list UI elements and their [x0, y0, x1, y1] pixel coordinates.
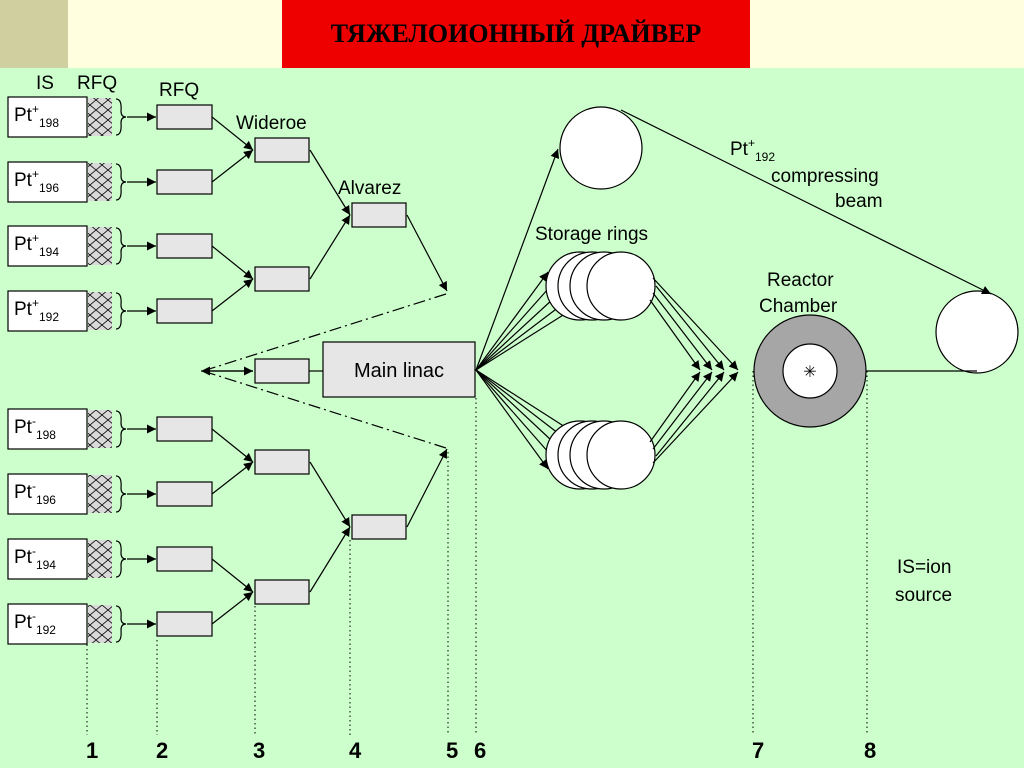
- rfq-header-label: RFQ: [159, 80, 199, 101]
- svg-text:compressing: compressing: [771, 166, 879, 187]
- ion-sources: Pt+198Pt+196Pt+194Pt+192Pt-198Pt-196Pt-1…: [7, 96, 156, 645]
- svg-text:Main linac: Main linac: [354, 360, 444, 382]
- ion-source: Pt+194: [7, 225, 156, 267]
- station-guides: [86, 371, 868, 735]
- source-rfq: [88, 163, 112, 201]
- rfq-box: [156, 416, 213, 442]
- is-header-label: IS: [36, 73, 54, 94]
- reactor-label: Reactor: [767, 270, 834, 291]
- ion-source-label: Pt-194: [14, 544, 56, 572]
- ion-source: Pt+192: [7, 290, 156, 332]
- rfq-box: [156, 546, 213, 572]
- alvarez-stage: [351, 202, 407, 540]
- station-7: 7: [752, 738, 764, 763]
- ion-source-label: Pt-196: [14, 479, 56, 507]
- alvarez-box: [351, 202, 407, 228]
- compressing-beam-label: Pt+192 compressing beam: [730, 136, 883, 212]
- reactor-chamber: ✳: [753, 314, 867, 428]
- alvarez-box: [351, 514, 407, 540]
- compressor-ring: [559, 106, 643, 190]
- legend-line-1: IS=ion: [897, 557, 951, 578]
- chamber-label: Chamber: [759, 296, 838, 317]
- ion-source: Pt-196: [7, 473, 156, 515]
- station-1: 1: [86, 738, 98, 763]
- wideroe-box: [254, 266, 310, 292]
- final-ring: [935, 290, 1019, 374]
- page-title: ТЯЖЕЛОИОННЫЙ ДРАЙВЕР: [330, 19, 702, 48]
- ion-source: Pt-198: [7, 408, 156, 450]
- storage-rings: [545, 106, 1019, 490]
- source-rfq: [88, 227, 112, 265]
- alvarez-label: Alvarez: [338, 178, 401, 199]
- source-rfq: [88, 475, 112, 513]
- ion-source-label: Pt+194: [14, 231, 59, 259]
- station-8: 8: [864, 738, 876, 763]
- station-3: 3: [253, 738, 265, 763]
- source-rfq: [88, 292, 112, 330]
- legend-line-2: source: [895, 585, 952, 606]
- source-rfq: [88, 98, 112, 136]
- ion-source-label: Pt-198: [14, 414, 56, 442]
- rfq-box: [156, 481, 213, 507]
- wideroe-box: [254, 137, 310, 163]
- ion-source-label: Pt-192: [14, 609, 56, 637]
- station-6: 6: [474, 738, 486, 763]
- rfq-box: [156, 104, 213, 130]
- title-banner: ТЯЖЕЛОИОННЫЙ ДРАЙВЕР: [282, 0, 750, 68]
- station-numbers: 1 2 3 4 5 6 7 8: [86, 738, 876, 763]
- source-rfq: [88, 410, 112, 448]
- ion-source: Pt+198: [7, 96, 156, 138]
- merge-lines: [201, 116, 448, 625]
- wideroe-stage: [254, 137, 310, 605]
- station-2: 2: [156, 738, 168, 763]
- rfq-box: [156, 611, 213, 637]
- target-icon: ✳: [803, 364, 816, 381]
- heavy-ion-driver-diagram: IS RFQ RFQ Wideroe Alvarez Storage rings…: [7, 73, 1019, 763]
- wideroe-label: Wideroe: [236, 113, 307, 134]
- ion-source-label: Pt+192: [14, 296, 59, 324]
- header-corner-block: [0, 0, 68, 68]
- svg-text:Pt+192: Pt+192: [730, 136, 775, 164]
- ion-source-label: Pt+198: [14, 102, 59, 130]
- source-rfq: [88, 605, 112, 643]
- ion-source: Pt-194: [7, 538, 156, 580]
- funnel-box: [254, 358, 310, 384]
- ring-to-chamber-lines: [620, 109, 992, 464]
- rfq-box: [156, 233, 213, 259]
- station-5: 5: [446, 738, 458, 763]
- ion-source: Pt+196: [7, 161, 156, 203]
- storage-rings-label: Storage rings: [535, 224, 648, 245]
- rfq-source-header-label: RFQ: [77, 73, 117, 94]
- rfq-box: [156, 298, 213, 324]
- svg-text:beam: beam: [835, 191, 883, 212]
- station-4: 4: [349, 738, 362, 763]
- rfq-stage: [156, 104, 213, 637]
- ion-source: Pt-192: [7, 603, 156, 645]
- source-rfq: [88, 540, 112, 578]
- fan-out-lines: [475, 148, 588, 470]
- main-linac: Main linac: [322, 341, 476, 398]
- ion-source-label: Pt+196: [14, 167, 59, 195]
- wideroe-box: [254, 449, 310, 475]
- rfq-box: [156, 169, 213, 195]
- wideroe-box: [254, 579, 310, 605]
